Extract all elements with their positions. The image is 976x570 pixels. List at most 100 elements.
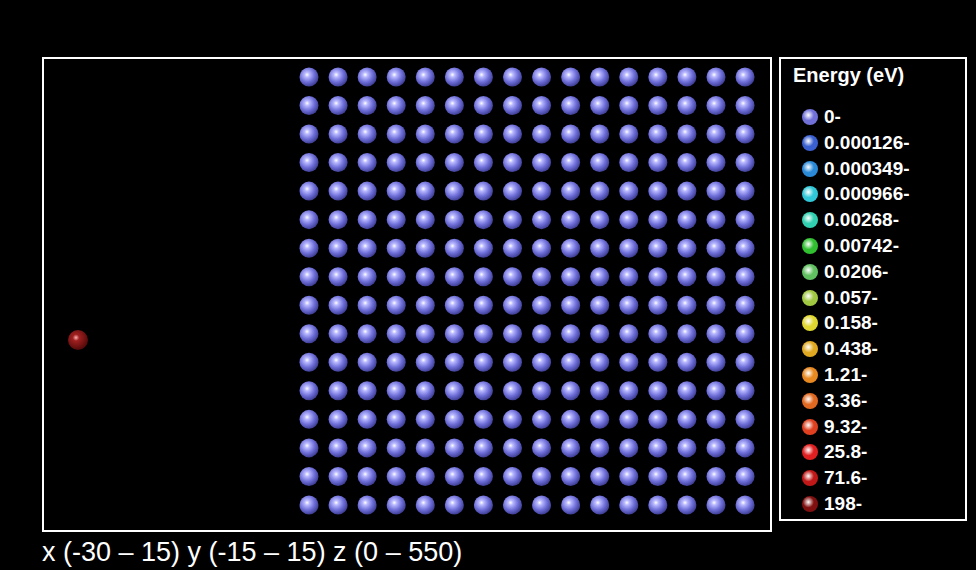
- lattice-atom: [329, 153, 348, 172]
- lattice-atom: [590, 438, 609, 457]
- lattice-atom: [648, 438, 667, 457]
- lattice-atom: [445, 125, 464, 144]
- lattice-atom: [503, 410, 522, 429]
- legend-text: 9.32-: [824, 415, 867, 439]
- lattice-atom: [329, 239, 348, 258]
- lattice-atom: [736, 153, 755, 172]
- legend-swatch: [802, 109, 818, 125]
- lattice-atom: [329, 410, 348, 429]
- lattice-atom: [561, 267, 580, 286]
- legend-text: 0.057-: [824, 286, 878, 310]
- lattice-atom: [590, 267, 609, 286]
- lattice-atom: [677, 96, 696, 115]
- lattice-atom: [736, 324, 755, 343]
- lattice-atom: [300, 353, 319, 372]
- lattice-atom: [416, 239, 435, 258]
- lattice-atom: [329, 324, 348, 343]
- lattice-atom: [677, 381, 696, 400]
- lattice-atom: [619, 324, 638, 343]
- lattice-atom: [503, 267, 522, 286]
- lattice-atom: [590, 68, 609, 87]
- lattice-atom: [561, 467, 580, 486]
- legend-swatch: [802, 290, 818, 306]
- lattice-atom: [329, 353, 348, 372]
- legend-text: 25.8-: [824, 440, 867, 464]
- lattice-atom: [503, 182, 522, 201]
- lattice-atom: [677, 296, 696, 315]
- lattice-atom: [300, 438, 319, 457]
- lattice-atom: [300, 153, 319, 172]
- lattice-atom: [503, 438, 522, 457]
- lattice-atom: [387, 68, 406, 87]
- lattice-atom: [561, 353, 580, 372]
- lattice-atom: [532, 381, 551, 400]
- legend-swatch: [802, 341, 818, 357]
- lattice-atom: [416, 324, 435, 343]
- lattice-atom: [590, 410, 609, 429]
- lattice-atom: [503, 125, 522, 144]
- lattice-atom: [590, 96, 609, 115]
- lattice-atom: [416, 96, 435, 115]
- lattice-atom: [590, 353, 609, 372]
- lattice-atom: [590, 495, 609, 514]
- lattice-atom: [706, 182, 725, 201]
- lattice-atom: [300, 210, 319, 229]
- legend-text: 3.36-: [824, 389, 867, 413]
- lattice-atom: [387, 495, 406, 514]
- lattice-atom: [503, 239, 522, 258]
- lattice-atom: [619, 495, 638, 514]
- lattice-atom: [648, 210, 667, 229]
- legend-swatch: [802, 238, 818, 254]
- lattice-atom: [648, 68, 667, 87]
- lattice-atom: [445, 467, 464, 486]
- lattice-atom: [358, 267, 377, 286]
- lattice-atom: [532, 410, 551, 429]
- lattice-atom: [474, 210, 493, 229]
- lattice-atom: [561, 210, 580, 229]
- lattice-atom: [387, 153, 406, 172]
- lattice-atom: [329, 296, 348, 315]
- lattice-atom: [590, 467, 609, 486]
- lattice-atom: [474, 467, 493, 486]
- lattice-atom: [532, 296, 551, 315]
- lattice-atom: [387, 438, 406, 457]
- atom-lattice: [300, 68, 755, 515]
- lattice-atom: [736, 296, 755, 315]
- lattice-atom: [590, 125, 609, 144]
- lattice-atom: [387, 353, 406, 372]
- lattice-atom: [706, 125, 725, 144]
- lattice-atom: [358, 239, 377, 258]
- lattice-atom: [619, 210, 638, 229]
- lattice-atom: [561, 239, 580, 258]
- lattice-atom: [619, 267, 638, 286]
- lattice-atom: [590, 182, 609, 201]
- lattice-atom: [445, 438, 464, 457]
- lattice-atom: [619, 182, 638, 201]
- lattice-atom: [416, 125, 435, 144]
- legend-text: 198-: [824, 492, 862, 516]
- lattice-atom: [445, 324, 464, 343]
- lattice-atom: [329, 125, 348, 144]
- lattice-atom: [300, 125, 319, 144]
- lattice-atom: [474, 182, 493, 201]
- lattice-atom: [590, 153, 609, 172]
- lattice-atom: [387, 296, 406, 315]
- lattice-atom: [532, 495, 551, 514]
- lattice-atom: [329, 438, 348, 457]
- lattice-atom: [387, 125, 406, 144]
- lattice-atom: [648, 96, 667, 115]
- legend-text: 0.000349-: [824, 157, 910, 181]
- lattice-atom: [445, 210, 464, 229]
- lattice-atom: [416, 410, 435, 429]
- lattice-atom: [590, 296, 609, 315]
- lattice-atom: [503, 68, 522, 87]
- lattice-atom: [736, 353, 755, 372]
- lattice-atom: [329, 467, 348, 486]
- lattice-atom: [648, 353, 667, 372]
- legend-swatch: [802, 135, 818, 151]
- lattice-atom: [677, 210, 696, 229]
- lattice-atom: [532, 210, 551, 229]
- legend-text: 0.000966-: [824, 182, 910, 206]
- lattice-atom: [474, 410, 493, 429]
- lattice-atom: [503, 210, 522, 229]
